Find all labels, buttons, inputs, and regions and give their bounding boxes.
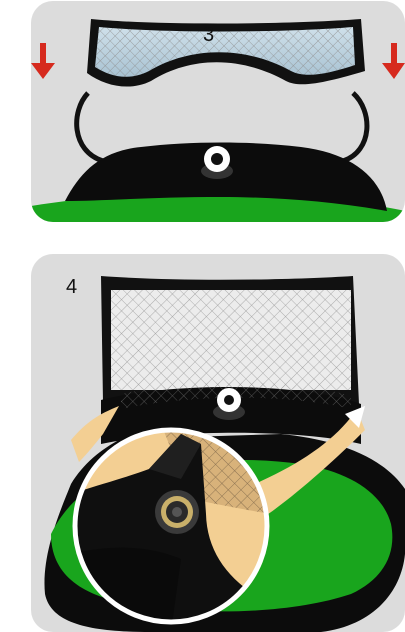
grommet-hole — [211, 153, 223, 165]
step-number: 3 — [203, 25, 214, 45]
step-4-panel: 4 — [31, 254, 405, 632]
step-3-illustration — [31, 1, 405, 222]
grommet-hole — [224, 395, 234, 405]
net-mesh — [111, 290, 351, 390]
step-4-illustration — [31, 254, 405, 632]
step-number: 4 — [66, 277, 77, 297]
step-3-panel: 3 — [31, 1, 405, 222]
magnified-grommet-hole — [172, 507, 182, 517]
